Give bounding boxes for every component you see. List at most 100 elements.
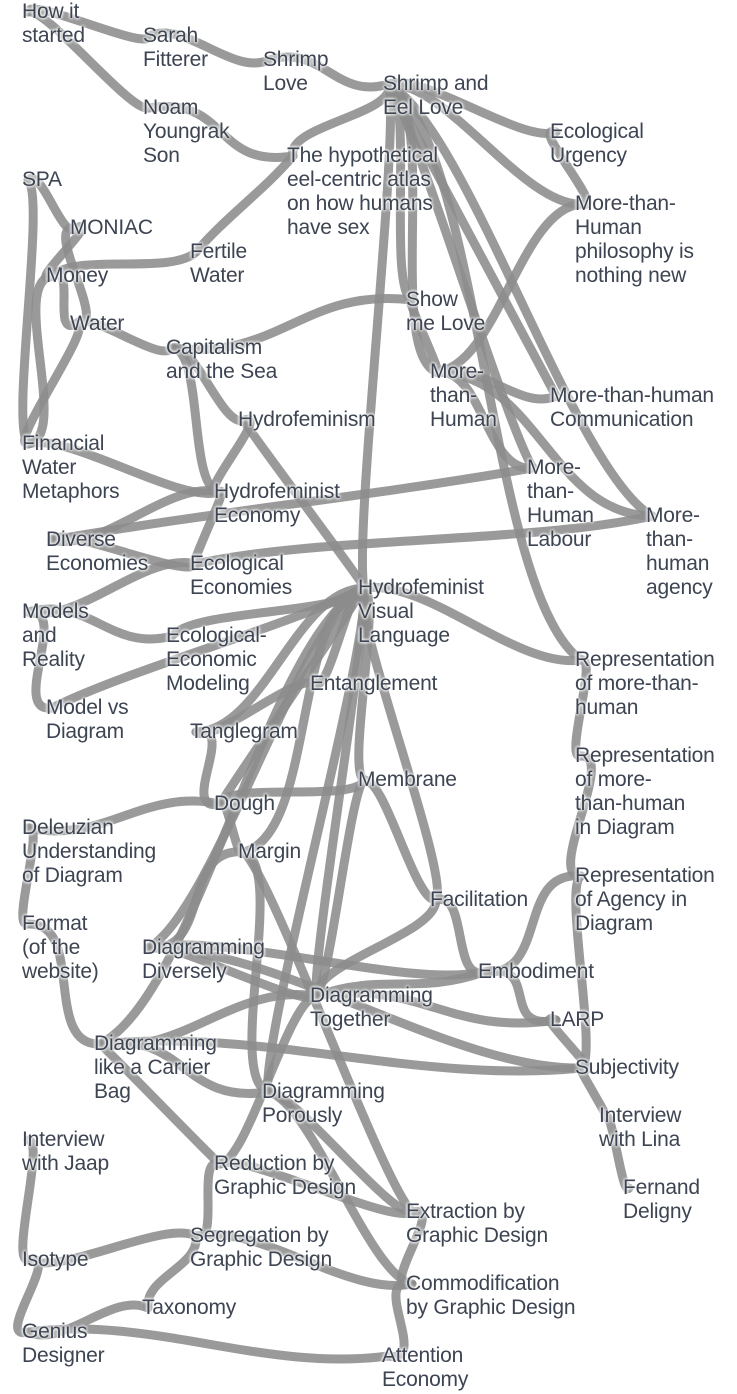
link-hydrofeminist-visual-language-to-diagramming-diversely [143,583,369,953]
link-water-to-financial-water-metaphors [20,319,84,449]
link-shrimp-and-eel-love-to-representation-mth [384,79,586,665]
node-diagramming-diversely[interactable]: Diagramming Diversely [142,936,265,983]
link-segregation-graphic-design-to-commodification-graphic-design [191,1230,417,1290]
node-diagramming-together[interactable]: Diagramming Together [310,984,433,1031]
node-more-than-human-agency[interactable]: More- than- human agency [646,504,713,599]
link-diagramming-together-to-reduction-graphic-design [215,991,321,1169]
node-hydrofeminism[interactable]: Hydrofeminism [238,408,376,431]
node-show-me-love[interactable]: Show me Love [406,288,486,335]
node-shrimp-and-eel-love[interactable]: Shrimp and Eel Love [383,72,489,119]
node-hydrofeminist-visual-language[interactable]: Hydrofeminist Visual Language [358,576,484,647]
link-diverse-economies-to-more-than-human-labour [47,463,538,545]
node-financial-water-metaphors[interactable]: Financial Water Metaphors [22,432,120,503]
node-extraction-graphic-design[interactable]: Extraction by Graphic Design [406,1200,548,1247]
node-subjectivity[interactable]: Subjectivity [575,1056,679,1079]
node-spa[interactable]: SPA [22,168,62,191]
link-shrimp-and-eel-love-to-more-than-human-philosophy [384,79,586,209]
node-capitalism-and-the-sea[interactable]: Capitalism and the Sea [166,336,278,383]
node-margin[interactable]: Margin [238,840,301,863]
node-tanglegram[interactable]: Tanglegram [190,720,298,743]
link-commodification-graphic-design-to-attention-economy [383,1278,417,1362]
node-ecological-urgency[interactable]: Ecological Urgency [550,120,644,167]
link-interview-with-lina-to-fernand-deligny [600,1111,634,1193]
node-embodiment[interactable]: Embodiment [478,960,594,983]
link-taxonomy-to-segregation-graphic-design [143,1231,201,1313]
node-commodification-graphic-design[interactable]: Commodification by Graphic Design [406,1272,576,1319]
node-representation-mth-diagram[interactable]: Representation of more- than-human in Di… [575,744,715,839]
node-water[interactable]: Water [70,312,125,335]
node-diagramming-porously[interactable]: Diagramming Porously [262,1080,385,1127]
link-show-me-love-to-more-than-human [405,295,443,377]
node-representation-mth[interactable]: Representation of more-than- human [575,648,715,719]
node-representation-agency[interactable]: Representation of Agency in Diagram [575,864,715,935]
node-reduction-graphic-design[interactable]: Reduction by Graphic Design [214,1152,356,1199]
node-isotype[interactable]: Isotype [22,1248,89,1271]
node-moniac[interactable]: MONIAC [70,216,153,239]
node-format-website[interactable]: Format (of the website) [22,912,99,983]
link-representation-mth-diagram-to-representation-agency [566,751,596,881]
node-eel-centric-atlas[interactable]: The hypothetical eel-centric atlas on ho… [287,144,438,239]
link-hydrofeminist-visual-language-to-representation-mth [359,582,586,666]
link-show-me-love-to-capitalism-and-the-sea [167,294,417,354]
node-sarah-fitterer[interactable]: Sarah Fitterer [143,24,208,71]
link-dough-to-deleuzian-understanding [23,796,225,836]
node-segregation-graphic-design[interactable]: Segregation by Graphic Design [190,1224,332,1271]
link-diagramming-diversely-to-subjectivity [143,943,586,1073]
link-membrane-to-diagramming-together [311,775,369,1001]
node-more-than-human-labour[interactable]: More- than- Human Labour [527,456,594,551]
node-models-and-reality[interactable]: Models and Reality [22,600,89,671]
link-membrane-to-facilitation [359,775,441,905]
link-money-to-water [47,270,81,330]
node-model-vs-diagram[interactable]: Model vs Diagram [46,696,129,743]
link-models-and-reality-to-model-vs-diagram [23,607,57,713]
link-sarah-fitterer-to-shrimp-love [144,28,274,68]
node-noam-youngrak-son[interactable]: Noam Youngrak Son [143,96,230,167]
link-water-to-capitalism-and-the-sea [71,316,177,356]
node-dough[interactable]: Dough [214,792,275,815]
node-membrane[interactable]: Membrane [358,768,457,791]
node-fertile-water[interactable]: Fertile Water [190,240,247,287]
node-deleuzian-understanding[interactable]: Deleuzian Understanding of Diagram [22,816,156,887]
link-diagramming-porously-to-commodification-graphic-design [263,1087,417,1289]
node-genius-designer[interactable]: Genius Designer [22,1320,105,1367]
link-diagramming-together-to-larp [311,988,561,1028]
link-margin-to-diagramming-diversely [143,847,249,953]
link-deleuzian-understanding-to-format-website [18,823,38,929]
link-ecological-urgency-to-more-than-human-philosophy [545,126,592,210]
link-noam-youngrak-son-to-eel-centric-atlas [144,102,298,162]
node-facilitation[interactable]: Facilitation [430,888,528,911]
node-diagramming-carrier-bag[interactable]: Diagramming like a Carrier Bag [94,1032,217,1103]
node-interview-with-jaap[interactable]: Interview with Jaap [22,1128,109,1175]
node-more-than-human-communication[interactable]: More-than-human Communication [550,384,714,431]
link-facilitation-to-embodiment [431,895,489,977]
node-how-it-started[interactable]: How it started [22,0,85,47]
link-genius-designer-to-attention-economy [23,1324,393,1364]
node-more-than-human-philosophy[interactable]: More-than- Human philosophy is nothing n… [575,192,694,287]
link-format-website-to-diagramming-carrier-bag [23,919,105,1049]
node-money[interactable]: Money [46,264,109,287]
node-larp[interactable]: LARP [550,1008,605,1031]
node-diverse-economies[interactable]: Diverse Economies [46,528,149,575]
link-spa-to-financial-water-metaphors [18,175,38,449]
node-entanglement[interactable]: Entanglement [310,672,438,695]
link-more-than-human-philosophy-to-more-than-human [431,199,586,377]
link-diagramming-diversely-to-embodiment [143,940,489,980]
node-fernand-deligny[interactable]: Fernand Deligny [623,1176,700,1223]
node-interview-with-lina[interactable]: Interview with Lina [599,1104,682,1151]
link-embodiment-to-larp [479,966,561,1026]
link-segregation-graphic-design-to-isotype [23,1228,201,1268]
node-attention-economy[interactable]: Attention Economy [382,1344,469,1391]
link-margin-to-extraction-graphic-design [239,847,417,1217]
node-shrimp-love[interactable]: Shrimp Love [263,48,329,95]
node-more-than-human[interactable]: More- than- Human [430,360,497,431]
link-hydrofeminist-visual-language-to-facilitation [358,583,442,905]
node-ecological-economies[interactable]: Ecological Economies [190,552,293,599]
link-shrimp-and-eel-love-to-more-than-human-agency [384,79,657,521]
link-money-to-financial-water-metaphors [23,271,57,449]
node-ecological-economic-modeling[interactable]: Ecological- Economic Modeling [166,624,267,695]
link-fertile-water-to-eel-centric-atlas [191,151,298,257]
node-hydrofeminist-economy[interactable]: Hydrofeminist Economy [214,480,340,527]
link-reduction-graphic-design-to-extraction-graphic-design [215,1158,417,1218]
node-taxonomy[interactable]: Taxonomy [142,1296,237,1319]
link-representation-mth-to-representation-mth-diagram [571,655,591,761]
